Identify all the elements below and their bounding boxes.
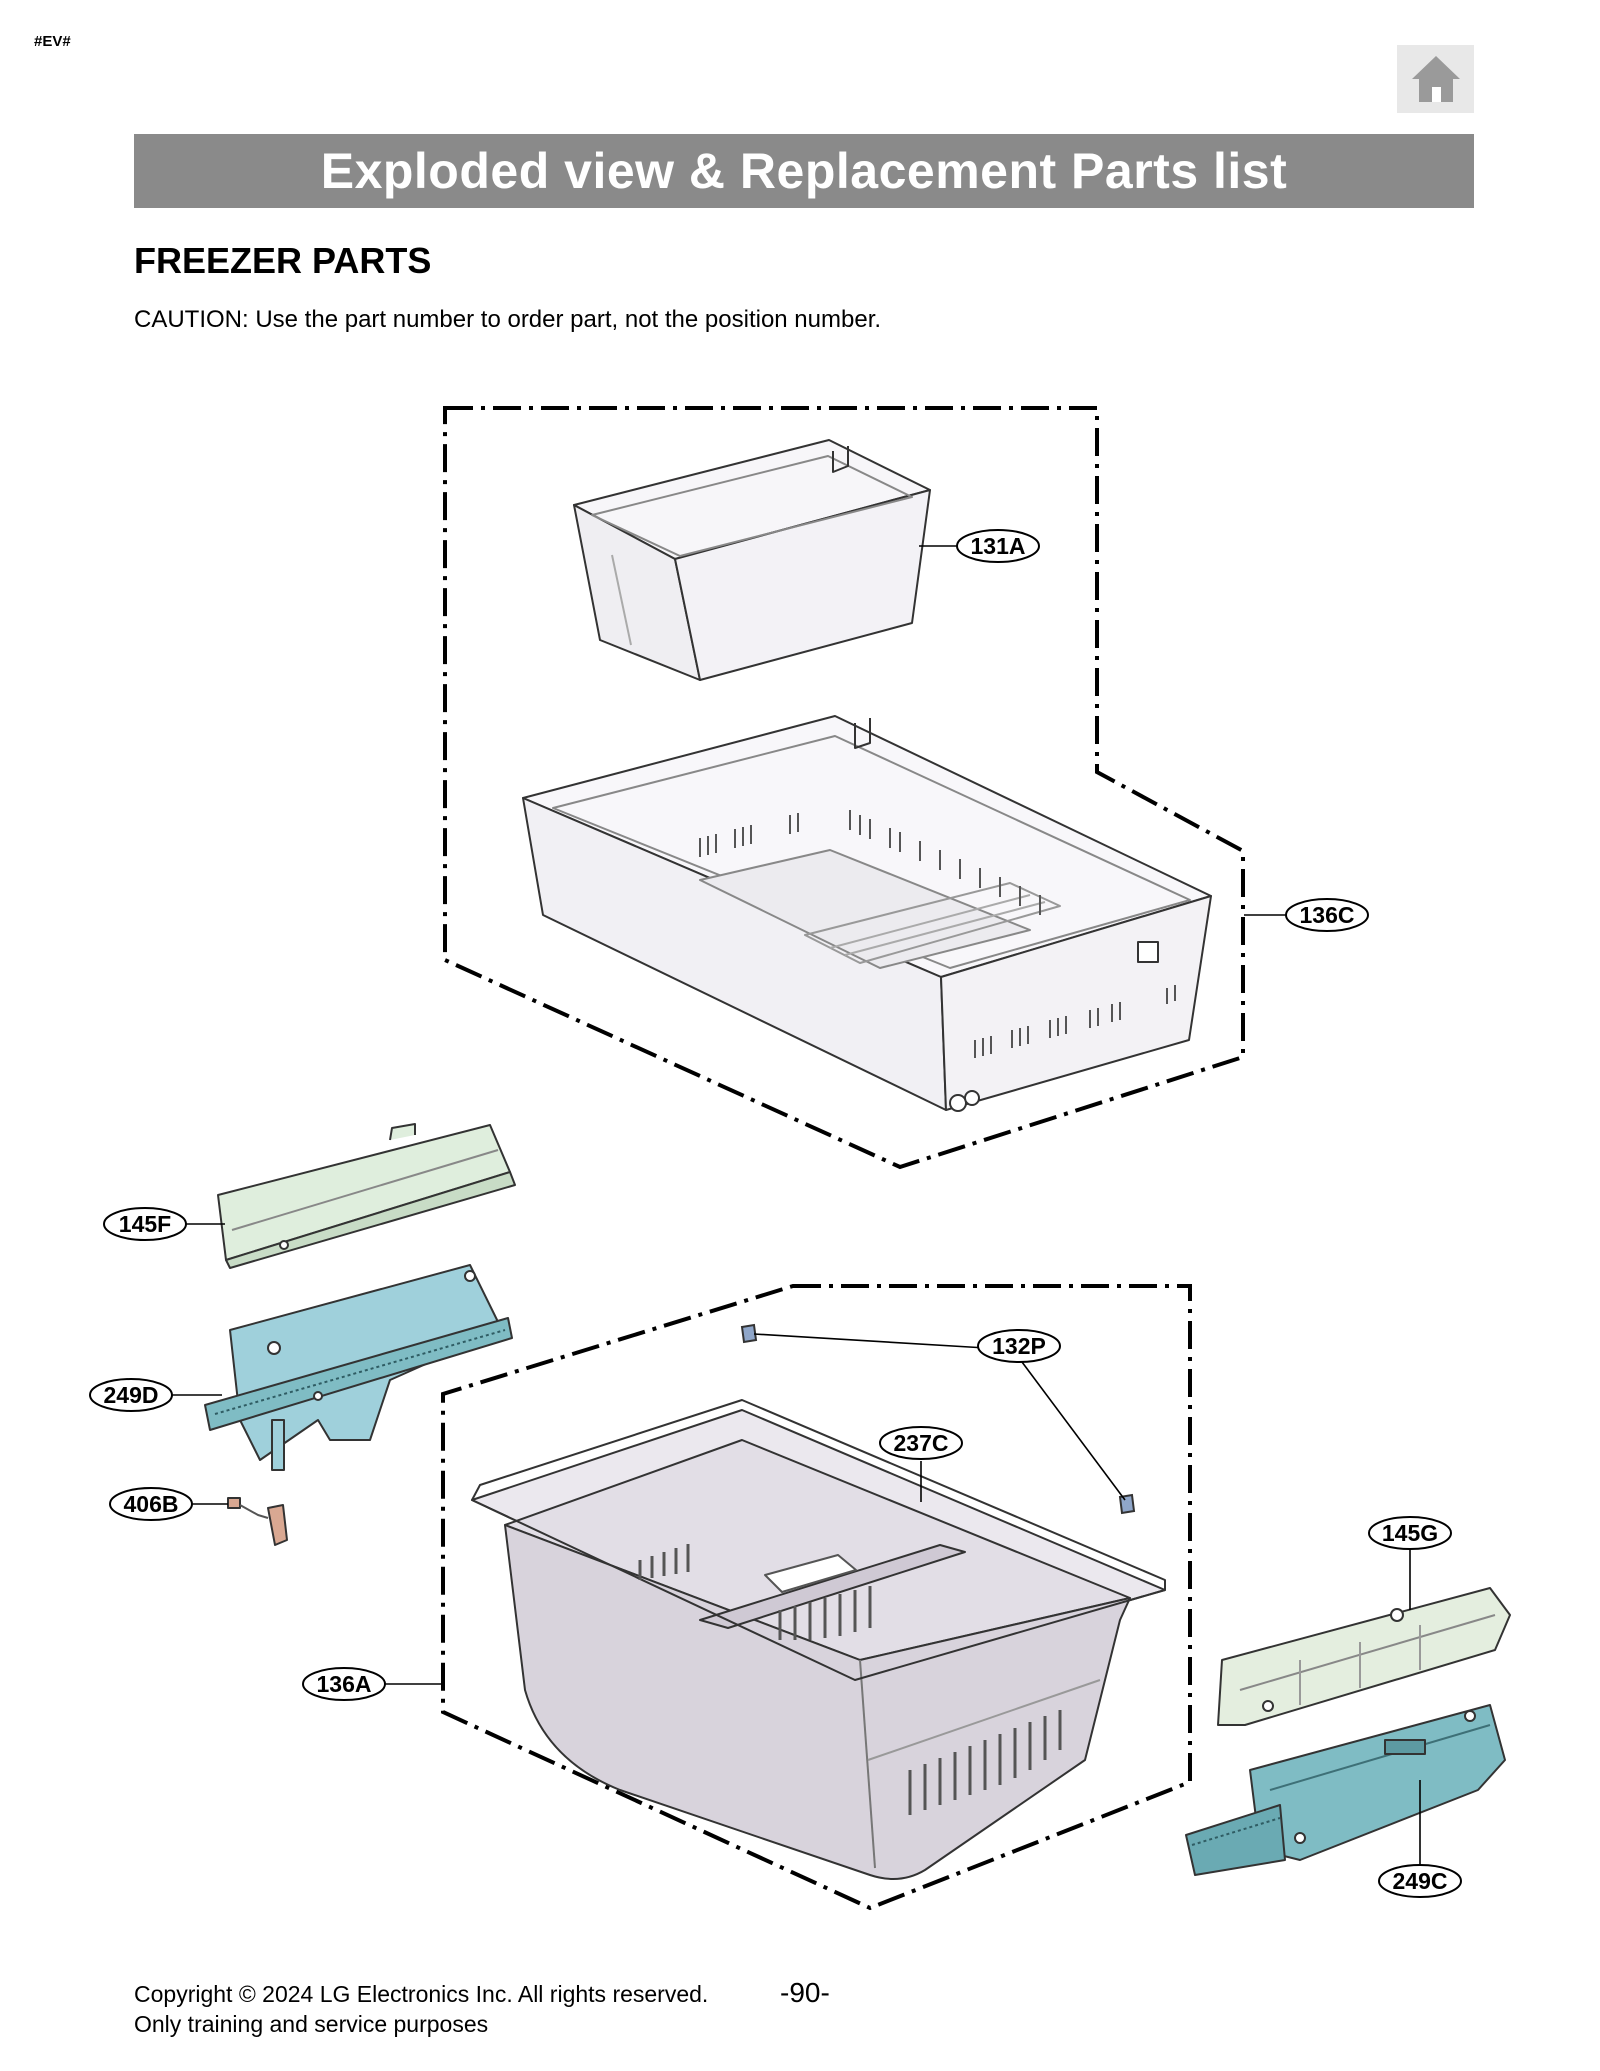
callout-237C[interactable]: 237C [879,1426,963,1460]
callout-label: 132P [992,1333,1046,1359]
callout-249C[interactable]: 249C [1378,1864,1462,1898]
basket-vent-slots [638,1544,1062,1815]
home-icon [1411,56,1460,102]
clip-part-upper [740,1323,758,1344]
callout-132P[interactable]: 132P [977,1329,1061,1363]
section-title: FREEZER PARTS [134,240,432,281]
callout-label: 131A [971,533,1026,559]
lower-group-boundary [441,1284,1192,1911]
callout-136C[interactable]: 136C [1285,898,1369,932]
callout-label: 406B [124,1491,179,1517]
callout-136A[interactable]: 136A [302,1667,386,1701]
copyright-text: Copyright © 2024 LG Electronics Inc. All… [134,1981,709,2007]
drawer-vent-slots [699,810,1176,1058]
callout-131A[interactable]: 131A [956,529,1040,563]
lower-basket-part [471,1399,1166,1880]
clip-part-lower [1118,1493,1136,1515]
left-lower-rail-part [204,1264,513,1471]
callout-406B[interactable]: 406B [109,1487,193,1521]
page-number: -90- [780,1977,830,2008]
small-bin-part [573,439,931,681]
callout-label: 136A [317,1671,372,1697]
usage-note: Only training and service purposes [134,2011,489,2037]
right-lower-rail-part [1185,1704,1506,1876]
leader-lines [172,545,1421,1865]
caution-note: CAUTION: Use the part number to order pa… [134,306,882,333]
page-title: Exploded view & Replacement Parts list [134,134,1474,208]
upper-group-boundary [443,406,1245,1170]
callout-label: 145F [119,1211,171,1237]
document-tag: #EV# [34,33,71,50]
callout-label: 237C [894,1430,949,1456]
callout-label: 249D [104,1382,159,1408]
right-upper-rail-part [1217,1587,1511,1726]
connector-part [227,1497,288,1546]
callout-label: 136C [1300,902,1355,928]
callout-145G[interactable]: 145G [1368,1516,1452,1550]
freezer-drawer-part [522,715,1212,1112]
callout-label: 249C [1393,1868,1448,1894]
callout-249D[interactable]: 249D [89,1378,173,1412]
left-upper-rail-part [217,1123,516,1269]
callout-label: 145G [1382,1520,1438,1546]
callout-145F[interactable]: 145F [103,1207,187,1241]
home-button[interactable] [1397,45,1474,113]
